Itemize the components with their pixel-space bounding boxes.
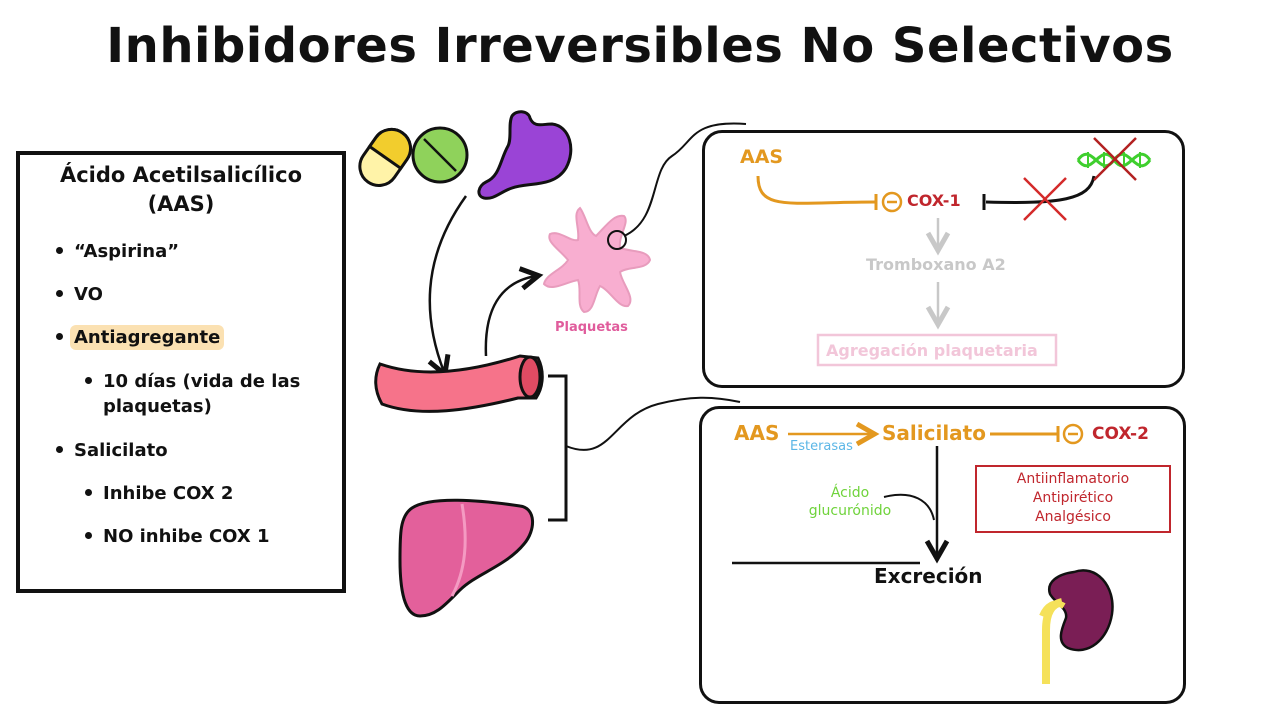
absorption-arrow [430,195,468,372]
aas-inhibition-line [756,175,877,205]
drug-name-line1: Ácido Acetilsalicílico [59,163,303,187]
thromboxane-label: Tromboxano A2 [866,255,1006,274]
stomach-icon [477,110,573,200]
platelet-icon [542,206,652,314]
page-title: Inhibidores Irreversibles No Selectivos [106,18,1174,74]
esterases-label: Esterasas [790,439,853,454]
effects-box [975,465,1171,533]
sub-bullet-cox2: Inhibe COX 2 [85,481,234,506]
aas-label-top: AAS [740,146,784,168]
bullet-dot [56,290,63,297]
excretion-label: Excreción [874,564,983,588]
drug-info-box: Ácido Acetilsalicílico (AAS) “Aspirina” … [16,151,346,593]
aggregation-box [816,333,1058,367]
bullet-text: Inhibe COX 2 [103,483,234,504]
effect-antipyretic: Antipirético [1032,490,1114,506]
kidney-icon [1039,569,1114,684]
bullet-dot [56,247,63,254]
cox2-label: COX-2 [1092,424,1149,444]
bullet-text: VO [74,284,103,305]
platelets-label: Plaquetas [555,320,628,335]
cox1-label: COX-1 [907,191,961,210]
sub-bullet-cox1: NO inhibe COX 1 [85,524,270,549]
cox1-pathway-panel [702,130,1185,388]
bullet-text: Salicilato [74,440,168,461]
drug-name: Ácido Acetilsalicílico (AAS) [20,161,342,219]
inhibition-minus-icon [881,191,903,213]
bullet-aspirina: “Aspirina” [56,239,180,264]
conjugation-arrow [883,493,935,521]
bullet-text: “Aspirina” [74,241,180,262]
blood-vessel-icon [374,354,544,413]
zoom-connector-bottom [565,396,741,451]
effects-list: Antiinflamatorio Antipirético Analgésico [978,470,1168,527]
bullet-text: NO inhibe COX 1 [103,526,270,547]
aas-label-bottom: AAS [734,421,780,445]
distribution-arrow [484,276,536,357]
bullet-text-cont: plaquetas) [103,396,212,417]
bullet-dot [85,377,92,384]
bullet-dot [85,489,92,496]
aggregation-label: Agregación plaquetaria [826,341,1038,360]
salicylate-label: Salicilato [882,421,986,445]
blocked-x-icon [1023,177,1067,221]
bracket [548,374,568,522]
metabolism-panel [699,406,1186,704]
inhibition-minus-icon [1062,423,1084,445]
bullet-text: 10 días (vida de las [103,371,301,392]
bullet-dot [85,532,92,539]
drug-name-abbrev: (AAS) [147,192,215,216]
effect-analgesic: Analgésico [1035,509,1111,525]
tablet-icon [411,126,469,184]
sub-bullet-duration: 10 días (vida de las plaquetas) [85,369,301,419]
capsule-icon [358,127,412,187]
glucuronic-acid-label: Ácido glucurónido [800,484,900,520]
dna-icon [1076,137,1152,181]
bullet-antiaggregant: Antiagregante [56,325,225,350]
zoom-connector-top [623,122,747,237]
highlighted-term: Antiagregante [70,325,225,350]
bullet-route: VO [56,282,103,307]
liver-icon [398,498,534,618]
bullet-dot [56,333,63,340]
effect-antiinflammatory: Antiinflamatorio [1016,471,1130,487]
bullet-salicylate: Salicilato [56,438,168,463]
gene-expression-line [985,175,1096,204]
glucuronic-line1: Ácido [830,485,870,501]
glucuronic-line2: glucurónido [808,503,892,519]
bullet-dot [56,446,63,453]
